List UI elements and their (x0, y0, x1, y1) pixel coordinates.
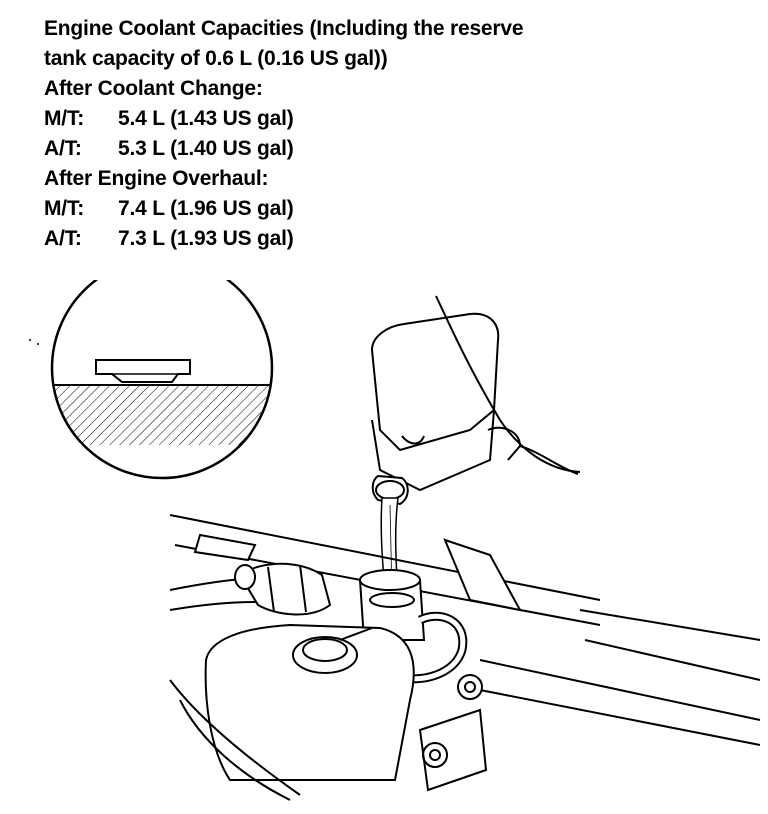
title-line-1: Engine Coolant Capacities (Including the… (44, 17, 524, 40)
coolant-refill-illustration (29, 280, 761, 801)
spec-value: 5.3 L (1.40 US gal) (118, 137, 294, 160)
spec-row-coolant-mt: M/T: 5.4 L (1.43 US gal) (44, 104, 744, 134)
spec-label: A/T: (44, 227, 82, 250)
spec-row-overhaul-mt: M/T: 7.4 L (1.96 US gal) (44, 194, 744, 224)
spec-value: 5.4 L (1.43 US gal) (118, 107, 294, 130)
spec-row-overhaul-at: A/T: 7.3 L (1.93 US gal) (44, 224, 744, 254)
coolant-jug-icon (370, 295, 581, 506)
radiator-hose-icon (234, 562, 332, 616)
spec-label: M/T: (44, 197, 85, 220)
after-coolant-change-heading: After Coolant Change: (44, 77, 263, 100)
title-line-2: tank capacity of 0.6 L (0.16 US gal)) (44, 47, 388, 70)
reserve-tank-icon (204, 623, 415, 781)
spec-value: 7.3 L (1.93 US gal) (118, 227, 294, 250)
spec-row-coolant-at: A/T: 5.3 L (1.40 US gal) (44, 134, 744, 164)
spec-label: A/T: (44, 137, 82, 160)
filler-neck-icon (358, 569, 426, 641)
spec-value: 7.4 L (1.96 US gal) (118, 197, 294, 220)
coolant-capacity-text: Engine Coolant Capacities (Including the… (44, 14, 744, 254)
after-engine-overhaul-heading: After Engine Overhaul: (44, 167, 269, 190)
spec-label: M/T: (44, 107, 85, 130)
mounting-bolt-icon (418, 674, 488, 792)
coolant-level-detail-icon (29, 280, 274, 480)
fender-outline-icon (169, 679, 301, 801)
